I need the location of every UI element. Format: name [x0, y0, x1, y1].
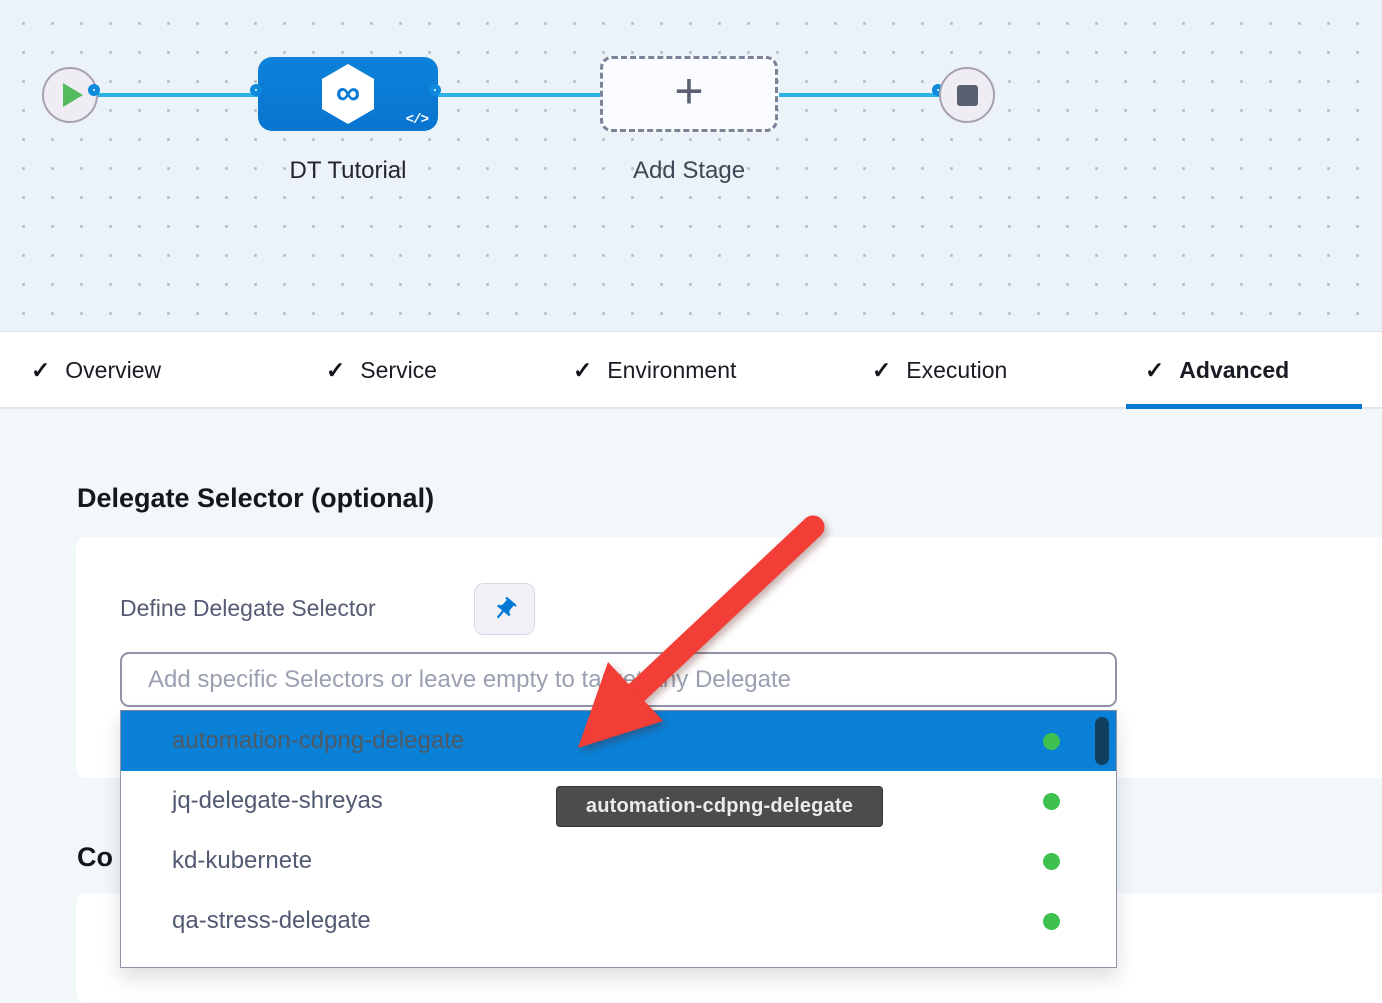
- pipeline-canvas[interactable]: ∞ </> + DT Tutorial Add Stage: [0, 0, 1382, 331]
- dropdown-item-automation-cdpng-delegate[interactable]: automation-cdpng-delegate: [121, 711, 1116, 771]
- play-icon: [63, 83, 83, 107]
- pushpin-icon: [497, 596, 517, 618]
- stage-node-dt-tutorial[interactable]: ∞ </>: [258, 57, 438, 131]
- dropdown-item-label: jq-delegate-shreyas: [172, 787, 383, 814]
- add-stage-button[interactable]: +: [600, 56, 778, 132]
- yaml-code-badge: </>: [405, 112, 429, 128]
- pin-input-type-button[interactable]: [474, 583, 535, 635]
- dropdown-item-label: kd-kubernete: [172, 847, 313, 874]
- delegate-selector-input[interactable]: [120, 652, 1117, 707]
- pipeline-end-node: [939, 67, 995, 123]
- svg-text:∞: ∞: [336, 74, 360, 112]
- connector-edge: [97, 93, 259, 97]
- dropdown-item-qa-stress-delegate[interactable]: qa-stress-delegate: [121, 891, 1116, 951]
- tab-label: Service: [360, 356, 437, 383]
- check-icon: ✓: [872, 356, 892, 383]
- connector-edge: [438, 93, 601, 97]
- dropdown-item-label: automation-cdpng-delegate: [172, 727, 465, 754]
- active-tab-underline: [1126, 404, 1362, 409]
- stop-icon: [956, 84, 978, 106]
- tab-overview[interactable]: ✓ Overview: [31, 332, 161, 408]
- dropdown-item-kd-kubernete[interactable]: kd-kubernete: [121, 831, 1116, 891]
- delegate-selector-heading: Delegate Selector (optional): [77, 483, 435, 513]
- tab-label: Environment: [607, 356, 737, 383]
- delegate-name-tooltip: automation-cdpng-delegate: [556, 786, 883, 827]
- node-port: [88, 84, 100, 96]
- connector-edge: [779, 93, 942, 97]
- check-icon: ✓: [326, 356, 346, 383]
- next-section-heading-truncated: Co: [77, 842, 113, 872]
- dropdown-scrollbar-thumb[interactable]: [1095, 717, 1109, 765]
- tab-environment[interactable]: ✓ Environment: [573, 332, 736, 408]
- check-icon: ✓: [1145, 356, 1165, 383]
- dropdown-item-label: qa-stress-delegate: [172, 907, 371, 934]
- node-port: [429, 84, 441, 96]
- delegate-connected-status-dot: [1043, 732, 1060, 750]
- define-delegate-selector-label: Define Delegate Selector: [120, 595, 376, 621]
- tab-label: Advanced: [1179, 356, 1290, 383]
- harness-cd-stage-icon: ∞: [322, 64, 374, 124]
- dropdown-item-jq-delegate-shreyas[interactable]: jq-delegate-shreyas: [121, 771, 1116, 831]
- delegate-dropdown-menu: automation-cdpng-delegate jq-delegate-sh…: [120, 710, 1117, 968]
- tab-advanced[interactable]: ✓ Advanced: [1145, 332, 1289, 408]
- node-port: [250, 84, 262, 96]
- stage-config-tabbar: ✓ Overview ✓ Service ✓ Environment ✓ Exe…: [0, 331, 1382, 409]
- tab-label: Execution: [906, 356, 1008, 383]
- delegate-connected-status-dot: [1043, 792, 1060, 810]
- delegate-connected-status-dot: [1043, 852, 1060, 870]
- delegate-connected-status-dot: [1043, 912, 1060, 930]
- add-stage-label: Add Stage: [632, 157, 746, 184]
- tab-service[interactable]: ✓ Service: [326, 332, 437, 408]
- tab-execution[interactable]: ✓ Execution: [872, 332, 1007, 408]
- stage-node-label: DT Tutorial: [289, 157, 407, 184]
- tab-label: Overview: [65, 356, 162, 383]
- pipeline-start-node: [42, 67, 98, 123]
- check-icon: ✓: [31, 356, 51, 383]
- check-icon: ✓: [573, 356, 593, 383]
